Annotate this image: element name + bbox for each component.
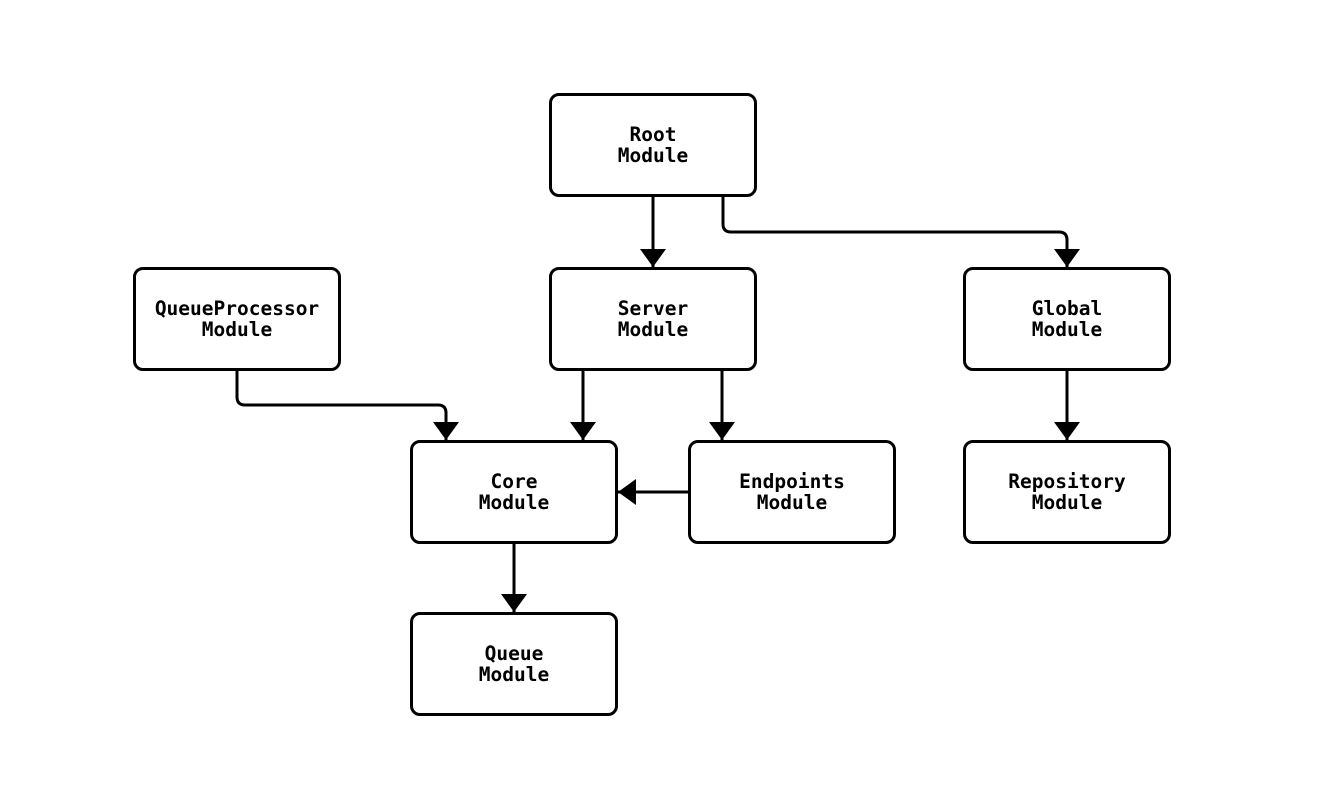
node-label-line1: Root	[629, 123, 677, 146]
node-label-line2: Module	[756, 491, 828, 514]
node-label-line2: Module	[478, 663, 550, 686]
node-label-line2: Module	[617, 144, 689, 167]
node-label-line2: Module	[201, 318, 273, 341]
node-label-line2: Module	[478, 491, 550, 514]
node-label-line1: Endpoints	[739, 470, 845, 493]
node-label-line1: QueueProcessor	[154, 297, 320, 320]
edge-queueprocessor-module-to-core-module	[235, 371, 459, 440]
node-label-line1: Core	[490, 470, 538, 493]
node-label-line2: Module	[1031, 491, 1103, 514]
node-label-line1: Server	[617, 297, 689, 320]
node-label-line1: Global	[1031, 297, 1103, 320]
node-label-line1: Repository	[1008, 470, 1126, 493]
node-label-line2: Module	[617, 318, 689, 341]
edge-group	[235, 197, 1080, 612]
edge-root-module-to-global-module	[721, 197, 1080, 267]
node-label-line2: Module	[1031, 318, 1103, 341]
node-label-line1: Queue	[484, 642, 544, 665]
